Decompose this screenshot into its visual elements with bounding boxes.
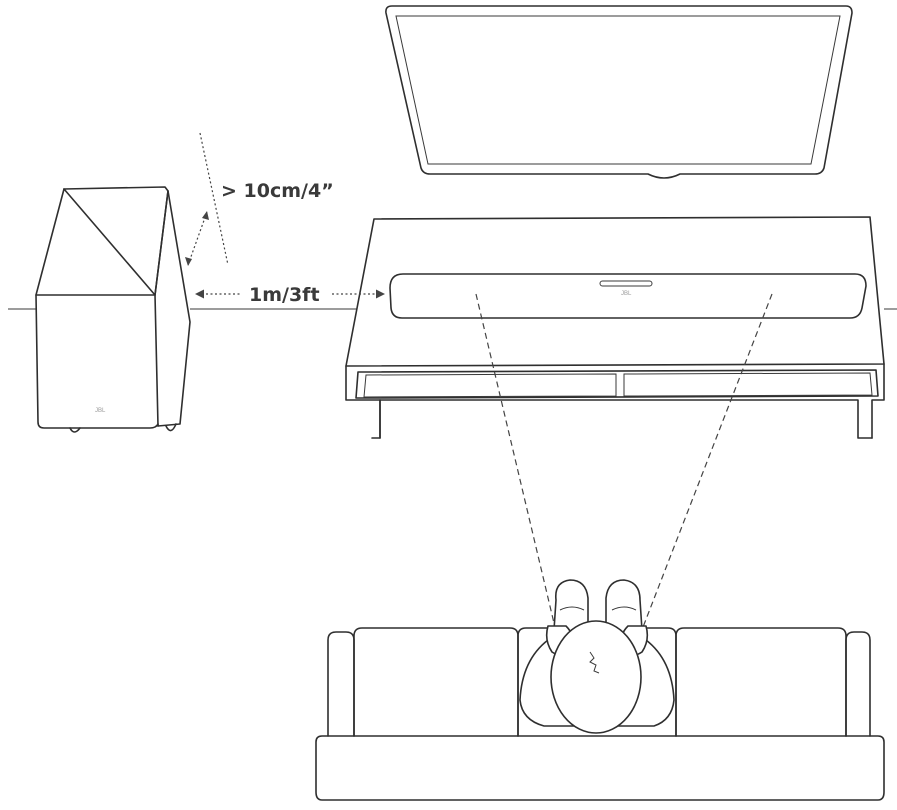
wall-gap-label: > 10cm/4” <box>221 180 334 202</box>
soundbar: JBL <box>389 273 867 319</box>
person <box>519 579 675 734</box>
tv <box>385 5 853 179</box>
wall-gap-indicator <box>185 132 229 266</box>
tv-stand <box>345 216 885 439</box>
subwoofer: JBL <box>35 186 191 433</box>
listening-lines <box>475 293 773 641</box>
subwoofer-distance-label: 1m/3ft <box>249 284 320 306</box>
subwoofer-logo: JBL <box>95 408 106 414</box>
sofa <box>315 627 885 801</box>
distance-indicator <box>195 289 385 299</box>
soundbar-logo: JBL <box>621 291 632 297</box>
